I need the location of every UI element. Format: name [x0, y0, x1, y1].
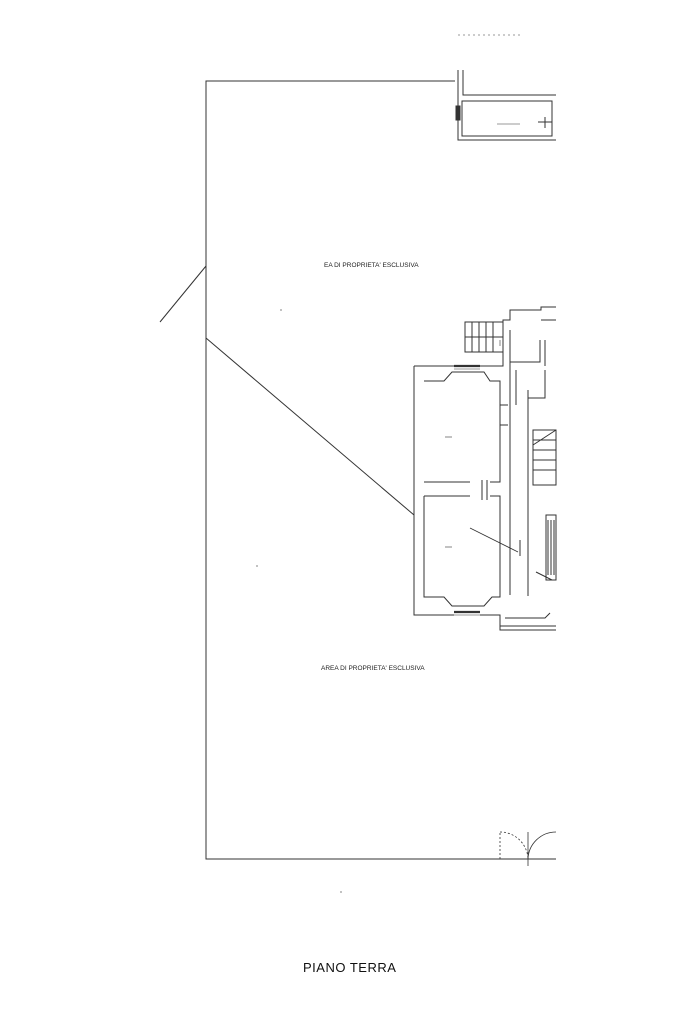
house-outline — [413, 306, 557, 631]
property-boundary — [159, 80, 556, 860]
gate — [499, 831, 557, 866]
area-label-bottom: AREA DI PROPRIETA' ESCLUSIVA — [321, 665, 425, 672]
upper-building-fragment — [455, 34, 556, 141]
area-label-top: EA DI PROPRIETA' ESCLUSIVA — [324, 262, 419, 269]
drawing-title: PIANO TERRA — [303, 960, 397, 975]
